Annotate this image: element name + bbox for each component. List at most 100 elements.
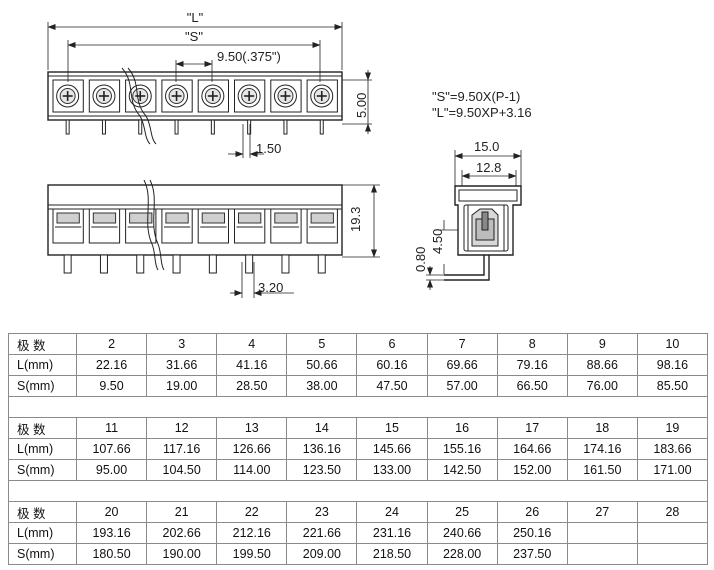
row-label: L(mm) [8, 438, 77, 460]
table-cell: 69.66 [426, 354, 498, 376]
row-label: 极 数 [8, 501, 77, 523]
row-label: S(mm) [8, 375, 77, 397]
table-cell: 152.00 [496, 459, 568, 481]
table-cell: 15 [356, 417, 428, 439]
table-cell: 25 [426, 501, 498, 523]
dim-pitch-label: 9.50(.375") [217, 49, 281, 64]
table-cell: 28 [636, 501, 709, 523]
table-cell: 228.00 [426, 543, 498, 565]
table-cell: 8 [496, 333, 568, 355]
table-cell: 27 [566, 501, 638, 523]
row-label: S(mm) [8, 459, 77, 481]
table-cell: 23 [286, 501, 358, 523]
table-cell: 5 [286, 333, 358, 355]
table-cell: 6 [356, 333, 428, 355]
table-spacer-row [8, 480, 708, 502]
table-cell: 20 [75, 501, 148, 523]
top-pin [101, 119, 106, 135]
table-cell: 183.66 [636, 438, 709, 460]
formula-s: "S"=9.50X(P-1) [432, 89, 520, 104]
table-cell: 26 [496, 501, 568, 523]
table-cell: 231.16 [356, 522, 428, 544]
table-cell: 41.16 [216, 354, 288, 376]
dim-side-inner-label: 12.8 [476, 160, 501, 175]
table-spacer-row [8, 396, 708, 418]
table-cell: 9.50 [75, 375, 148, 397]
table-cell: 57.00 [426, 375, 498, 397]
table-cell: 22.16 [75, 354, 148, 376]
terminal-slot [125, 208, 157, 244]
row-label: L(mm) [8, 354, 77, 376]
table-cell [566, 543, 638, 565]
dim-l-label: "L" [187, 10, 204, 25]
table-cell: 18 [566, 417, 638, 439]
table-cell: 107.66 [75, 438, 148, 460]
table-cell: 66.50 [496, 375, 568, 397]
table-cell: 126.66 [216, 438, 288, 460]
table-cell: 14 [286, 417, 358, 439]
table-cell [566, 522, 638, 544]
table-cell: 240.66 [426, 522, 498, 544]
table-cell: 19.00 [146, 375, 218, 397]
table-cell [636, 522, 709, 544]
table-cell: 95.00 [75, 459, 148, 481]
dim-s-label: "S" [185, 29, 203, 44]
dim-height-top-label: 5.00 [354, 93, 369, 118]
table-cell: 145.66 [356, 438, 428, 460]
table-cell [636, 543, 709, 565]
table-spacer-cell [8, 480, 708, 502]
table-cell: 218.50 [356, 543, 428, 565]
row-label: L(mm) [8, 522, 77, 544]
table-cell: 50.66 [286, 354, 358, 376]
dim-height-front-label: 19.3 [348, 207, 363, 232]
table-cell: 209.00 [286, 543, 358, 565]
table-cell: 76.00 [566, 375, 638, 397]
terminal-screw [306, 79, 338, 113]
table-cell: 16 [426, 417, 498, 439]
top-pin [283, 119, 288, 135]
table-cell: 221.66 [286, 522, 358, 544]
table-cell: 155.16 [426, 438, 498, 460]
table-cell: 17 [496, 417, 568, 439]
table-cell: 180.50 [75, 543, 148, 565]
terminal-slot [306, 208, 338, 244]
table-cell: 60.16 [356, 354, 428, 376]
terminal-slot [88, 208, 121, 244]
front-pin [63, 254, 72, 274]
table-cell: 190.00 [146, 543, 218, 565]
table-cell: 98.16 [636, 354, 709, 376]
technical-drawing: "L" "S" 9.50(.375") 5.00 1.50 "S"=9.50X(… [47, 10, 532, 298]
table-cell: 133.00 [356, 459, 428, 481]
top-pin [210, 119, 215, 135]
terminal-slot [161, 208, 193, 244]
table-cell: 31.66 [146, 354, 218, 376]
front-pin [136, 254, 145, 274]
terminal-screw [88, 79, 121, 113]
terminal-slot [52, 208, 84, 244]
top-pin [174, 119, 179, 135]
front-view [47, 179, 380, 298]
dim-pin-width-label: 1.50 [256, 141, 281, 156]
terminal-screw [52, 79, 84, 113]
table-cell: 19 [636, 417, 709, 439]
table-cell: 2 [75, 333, 148, 355]
top-pin [138, 119, 143, 135]
front-pin [172, 254, 181, 274]
table-cell: 161.50 [566, 459, 638, 481]
row-label: 极 数 [8, 417, 77, 439]
terminal-slot [270, 208, 302, 244]
front-pin [317, 254, 326, 274]
dim-side-h2-label: 0.80 [413, 247, 428, 272]
row-label: S(mm) [8, 543, 77, 565]
table-cell: 202.66 [146, 522, 218, 544]
dim-pin-gap-label: 3.20 [258, 280, 283, 295]
table-cell: 164.66 [496, 438, 568, 460]
table-cell: 237.50 [496, 543, 568, 565]
table-cell: 88.66 [566, 354, 638, 376]
table-cell: 47.50 [356, 375, 428, 397]
